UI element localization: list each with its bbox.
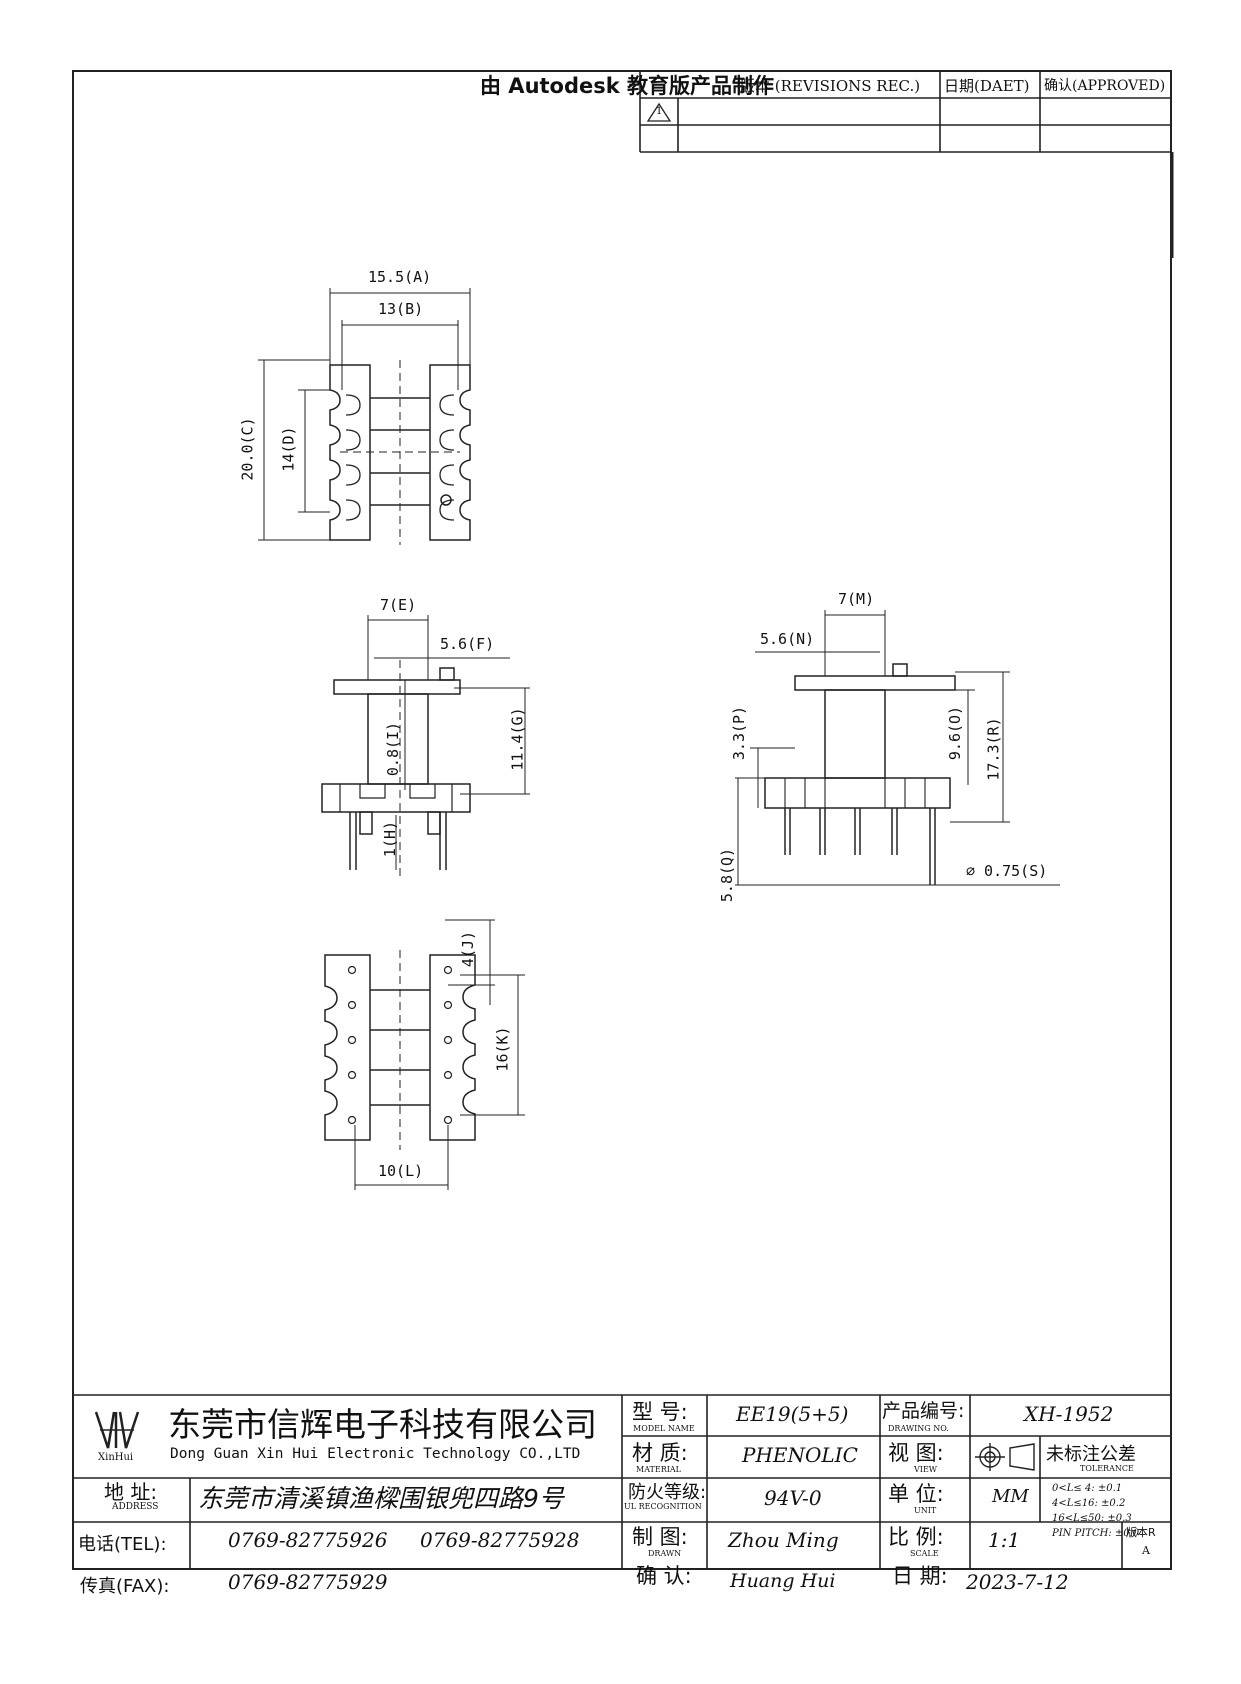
company-name-cn: 东莞市信辉电子科技有限公司 — [168, 1405, 597, 1444]
tolerance-title-en: TOLERANCE — [1080, 1464, 1134, 1473]
view-front — [735, 610, 1060, 886]
unit-value: MM — [992, 1486, 1029, 1507]
dim-l: 10(L) — [378, 1162, 424, 1180]
drawing-no-label: 产品编号: — [882, 1400, 965, 1422]
view-side — [321, 615, 530, 880]
dim-k: 16(K) — [493, 1026, 512, 1072]
version-label: 版本R — [1126, 1526, 1156, 1539]
tel-label: 电话(TEL): — [78, 1534, 167, 1555]
dim-r: 17.3(R) — [984, 717, 1003, 781]
dim-c: 20.0(C) — [238, 417, 257, 481]
scale-label-en: SCALE — [910, 1549, 939, 1558]
approved-header: 确认(APPROVED) — [1044, 78, 1166, 94]
tel-1: 0769-82775926 — [228, 1528, 388, 1552]
view-label: 视 图: — [888, 1441, 944, 1465]
revision-header: 版本 (REVISIONS REC.) — [740, 77, 921, 95]
material-value: PHENOLIC — [742, 1443, 858, 1467]
company-name-en: Dong Guan Xin Hui Electronic Technology … — [170, 1446, 581, 1462]
autodesk-watermark: 由 Autodesk 教育版产品制作 — [480, 74, 775, 98]
dim-g: 11.4(G) — [508, 707, 527, 771]
dim-h: 1(H) — [381, 820, 400, 858]
tolerance-row-4: PIN PITCH: ±0.0 — [1052, 1528, 1140, 1539]
dim-p: 3.3(P) — [730, 705, 749, 761]
drawing-no-value: XH-1952 — [1024, 1402, 1114, 1426]
ul-label: 防火等级: — [628, 1482, 707, 1503]
unit-label: 单 位: — [888, 1482, 944, 1506]
confirm-value: Huang Hui — [730, 1570, 836, 1592]
model-label: 型 号: — [632, 1400, 688, 1424]
dim-i: 0.8(I) — [384, 721, 403, 777]
ul-label-en: UL RECOGNITION — [624, 1502, 702, 1511]
ul-value: 94V-0 — [764, 1486, 822, 1510]
dim-q: 5.8(Q) — [718, 847, 737, 903]
material-label: 材 质: — [632, 1441, 688, 1465]
version-value: A — [1142, 1544, 1150, 1557]
dim-j: 4(J) — [459, 930, 478, 968]
revision-symbol-text: 1 — [656, 106, 663, 117]
scale-value: 1:1 — [988, 1528, 1021, 1552]
dim-e: 7(E) — [380, 596, 417, 614]
dim-o: 9.6(O) — [946, 705, 965, 761]
revision-triangle-icon — [646, 102, 672, 122]
model-label-en: MODEL NAME — [633, 1424, 695, 1433]
title-block-grid — [72, 1394, 1172, 1570]
drawn-label-en: DRAWN — [648, 1549, 682, 1558]
tel-2: 0769-82775928 — [420, 1528, 580, 1552]
drawn-label: 制 图: — [632, 1525, 688, 1549]
view-top — [258, 288, 471, 545]
dim-n: 5.6(N) — [760, 630, 815, 648]
tolerance-row-2: 4<L≤16: ±0.2 — [1052, 1498, 1126, 1509]
view-label-en: VIEW — [914, 1465, 937, 1474]
dim-m: 7(M) — [838, 590, 875, 608]
dim-b: 13(B) — [378, 300, 424, 318]
unit-label-en: UNIT — [914, 1506, 937, 1515]
fax-label: 传真(FAX): — [80, 1576, 170, 1597]
date-header: 日期(DAET) — [944, 77, 1030, 95]
projection-symbol-icon — [975, 1443, 1035, 1471]
view-bottom — [324, 919, 525, 1190]
tolerance-row-1: 0<L≤ 4: ±0.1 — [1052, 1483, 1123, 1494]
company-logo-icon — [94, 1411, 140, 1449]
dim-a: 15.5(A) — [368, 268, 432, 286]
date-label: 日 期: — [892, 1564, 948, 1588]
address-value: 东莞市清溪镇渔樑围银兜四路9号 — [198, 1484, 564, 1513]
dim-d: 14(D) — [279, 426, 298, 472]
drawing-no-label-en: DRAWING NO. — [888, 1424, 949, 1433]
tolerance-title: 未标注公差 — [1046, 1444, 1136, 1465]
confirm-label: 确 认: — [636, 1564, 692, 1588]
revision-table — [639, 70, 1174, 258]
logo-caption: XinHui — [98, 1452, 134, 1463]
dim-f: 5.6(F) — [440, 635, 495, 653]
address-label-en: ADDRESS — [112, 1502, 159, 1512]
scale-label: 比 例: — [888, 1525, 944, 1549]
drawn-value: Zhou Ming — [728, 1528, 839, 1552]
dim-s: ⌀ 0.75(S) — [966, 862, 1048, 880]
material-label-en: MATERIAL — [636, 1465, 681, 1474]
tolerance-row-3: 16<L≤50: ±0.3 — [1052, 1513, 1132, 1524]
fax-value: 0769-82775929 — [228, 1570, 388, 1594]
model-value: EE19(5+5) — [736, 1402, 849, 1426]
address-label: 地 址: — [104, 1480, 158, 1504]
date-value: 2023-7-12 — [966, 1570, 1069, 1594]
